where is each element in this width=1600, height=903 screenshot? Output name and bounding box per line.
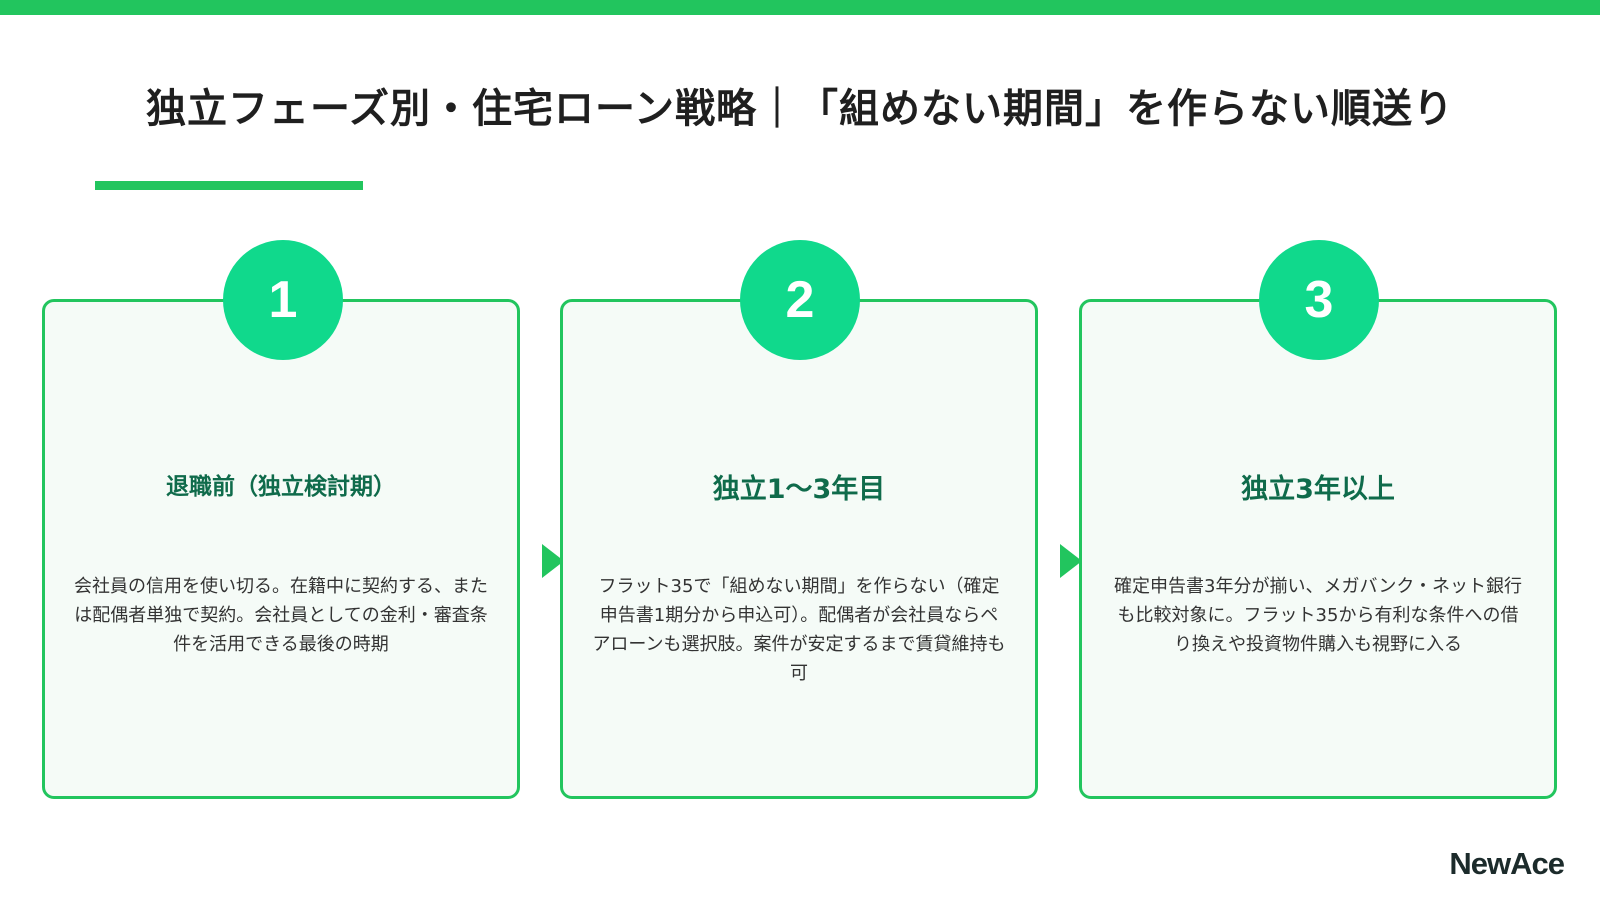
step-number-badge: 2: [740, 240, 860, 360]
title-underline: [95, 181, 363, 190]
phase-heading: 独立1〜3年目: [712, 474, 886, 505]
brand-logo: NewAce: [1449, 846, 1565, 881]
phase-description: 会社員の信用を使い切る。在籍中に契約する、または配偶者単独で契約。会社員としての…: [74, 576, 488, 655]
top-accent-bar: [0, 0, 1600, 15]
arrow-right-icon: [542, 544, 564, 578]
phase-description: フラット35で「組めない期間」を作らない（確定申告書1期分から申込可）。配偶者が…: [592, 576, 1006, 684]
phase-card-3: 独立3年以上 確定申告書3年分が揃い、メガバンク・ネット銀行も比較対象に。フラッ…: [1079, 299, 1557, 799]
step-number-badge: 3: [1259, 240, 1379, 360]
phase-card-2: 独立1〜3年目 フラット35で「組めない期間」を作らない（確定申告書1期分から申…: [560, 299, 1038, 799]
arrow-right-icon: [1060, 544, 1082, 578]
phase-description: 確定申告書3年分が揃い、メガバンク・ネット銀行も比較対象に。フラット35から有利…: [1114, 576, 1522, 655]
phase-heading: 退職前（独立検討期）: [166, 474, 396, 500]
phase-card-1: 退職前（独立検討期） 会社員の信用を使い切る。在籍中に契約する、または配偶者単独…: [42, 299, 520, 799]
phase-heading: 独立3年以上: [1241, 474, 1395, 505]
step-number-badge: 1: [223, 240, 343, 360]
page-title: 独立フェーズ別・住宅ローン戦略｜「組めない期間」を作らない順送り: [146, 86, 1454, 132]
